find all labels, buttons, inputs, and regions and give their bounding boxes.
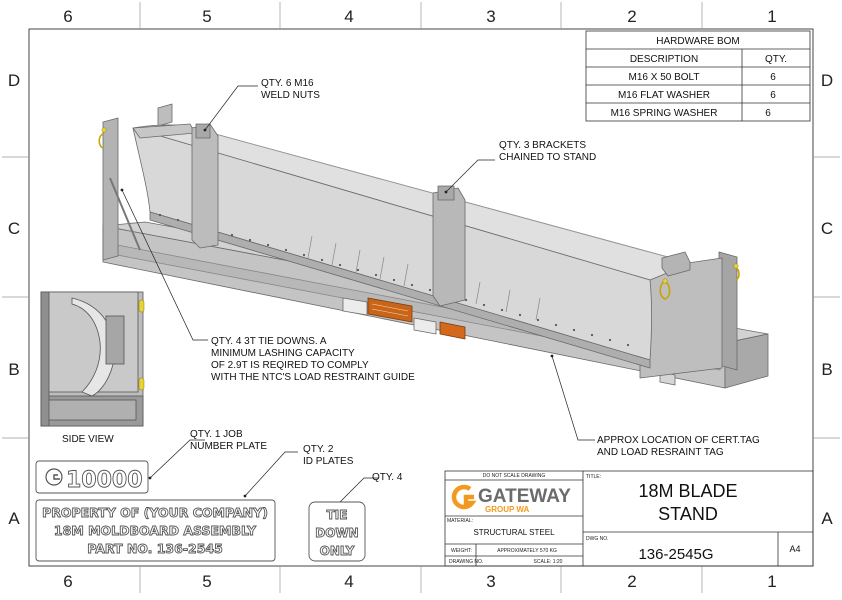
bom-header-qty: QTY. — [765, 54, 787, 65]
gateway-g-icon — [45, 468, 63, 486]
leader-lines — [121, 85, 595, 505]
tie-down-plate-line2: DOWN — [315, 526, 358, 540]
side-view-shackle-icon — [138, 299, 145, 391]
dwg-no-value: 136-2545G — [638, 546, 713, 563]
drawing-title-line1: 18M BLADE — [638, 481, 737, 501]
blade-stand-isometric — [102, 103, 769, 389]
job-number-plate — [35, 460, 149, 494]
material-value: STRUCTURAL STEEL — [473, 528, 555, 537]
note-qty4: QTY. 4 — [372, 472, 403, 483]
title-block — [444, 470, 814, 567]
bom-row-description: M16 SPRING WASHER — [611, 108, 718, 119]
note-brackets-line2: CHAINED TO STAND — [499, 152, 596, 163]
job-number-plate-text: 10000 — [66, 468, 143, 493]
company-subname: GROUP WA — [485, 505, 530, 514]
note-job-plate-line1: QTY. 1 JOB — [190, 429, 243, 440]
company-name: GATEWAY — [478, 486, 571, 507]
id-plate-line3: PART NO. 136-2545 — [87, 541, 223, 556]
zone-row-a-right: A — [821, 509, 833, 528]
leader-arrowheads — [120, 128, 554, 506]
title-label: TITLE: — [586, 474, 601, 480]
zone-col-2-bottom: 2 — [627, 572, 636, 591]
note-cert-tag-line1: APPROX LOCATION OF CERT.TAG — [597, 435, 760, 446]
weight-value: APPROXIMATELY 570 KG — [497, 548, 557, 554]
zone-col-6-top: 6 — [63, 7, 72, 26]
bom-header-description: DESCRIPTION — [630, 54, 698, 65]
bom-row-qty: 6 — [770, 72, 776, 83]
zone-col-4-bottom: 4 — [344, 572, 353, 591]
tie-down-plate-line1: TIE — [327, 508, 348, 522]
zone-row-d-left: D — [8, 71, 20, 90]
zone-col-2-top: 2 — [627, 7, 636, 26]
zone-row-b-right: B — [821, 360, 832, 379]
drawing-no-label: DRAWING NO. — [449, 559, 483, 565]
id-plate-line1: PROPERTY OF (YOUR COMPANY) — [42, 505, 268, 520]
id-plate — [35, 499, 276, 562]
note-job-plate-line2: NUMBER PLATE — [190, 441, 267, 452]
note-tie-downs-line3: OF 2.9T IS REQIRED TO COMPLY — [211, 360, 369, 371]
bom-row-qty: 6 — [765, 108, 771, 119]
zone-col-4-top: 4 — [344, 7, 353, 26]
note-id-plates-line2: ID PLATES — [303, 456, 354, 467]
zone-row-c-left: C — [8, 219, 20, 238]
drawing-title-line2: STAND — [658, 504, 718, 524]
scale-value: SCALE: 1:20 — [534, 559, 563, 565]
zone-col-5-top: 5 — [202, 7, 211, 26]
tie-down-plate — [308, 501, 366, 562]
side-view-label: SIDE VIEW — [62, 434, 114, 445]
dwg-no-label: DWG NO. — [586, 536, 609, 542]
tie-down-plate-line3: ONLY — [320, 544, 355, 558]
note-weld-nuts-line2: WELD NUTS — [261, 90, 320, 101]
hardware-bom-table — [585, 30, 811, 122]
zone-col-3-top: 3 — [486, 7, 495, 26]
zone-row-d-right: D — [821, 71, 833, 90]
id-plate-line2: 18M MOLDBOARD ASSEMBLY — [54, 523, 257, 538]
note-brackets-line1: QTY. 3 BRACKETS — [499, 140, 586, 151]
zone-col-3-bottom: 3 — [486, 572, 495, 591]
zone-col-1-bottom: 1 — [767, 572, 776, 591]
tie-down-shackle-icon — [98, 133, 740, 300]
bom-row-qty: 6 — [770, 90, 776, 101]
note-tie-downs-line1: QTY. 4 3T TIE DOWNS. A — [211, 336, 327, 347]
weight-label: WEIGHT: — [451, 548, 472, 554]
sheet-size: A4 — [789, 544, 800, 554]
zone-row-a-left: A — [8, 509, 20, 528]
note-id-plates-line1: QTY. 2 — [303, 444, 334, 455]
bom-row-description: M16 X 50 BOLT — [629, 72, 700, 83]
bom-title: HARDWARE BOM — [656, 36, 740, 47]
zone-row-c-right: C — [821, 219, 833, 238]
zone-col-1-top: 1 — [767, 7, 776, 26]
material-label: MATERIAL: — [447, 518, 473, 524]
zone-col-5-bottom: 5 — [202, 572, 211, 591]
tie-down-shackle-icon — [101, 127, 739, 284]
note-cert-tag-line2: AND LOAD RESRAINT TAG — [597, 447, 724, 458]
note-tie-downs-line4: WITH THE NTC'S LOAD RESTRAINT GUIDE — [211, 372, 415, 383]
bom-row-description: M16 FLAT WASHER — [618, 90, 710, 101]
do-not-scale-label: DO NOT SCALE DRAWING — [483, 473, 546, 479]
side-view-drawing — [40, 291, 144, 427]
zone-col-6-bottom: 6 — [63, 572, 72, 591]
note-tie-downs-line2: MINIMUM LASHING CAPACITY — [211, 348, 355, 359]
gateway-logo-icon — [451, 484, 477, 510]
note-weld-nuts-line1: QTY. 6 M16 — [261, 78, 314, 89]
zone-row-b-left: B — [8, 360, 19, 379]
